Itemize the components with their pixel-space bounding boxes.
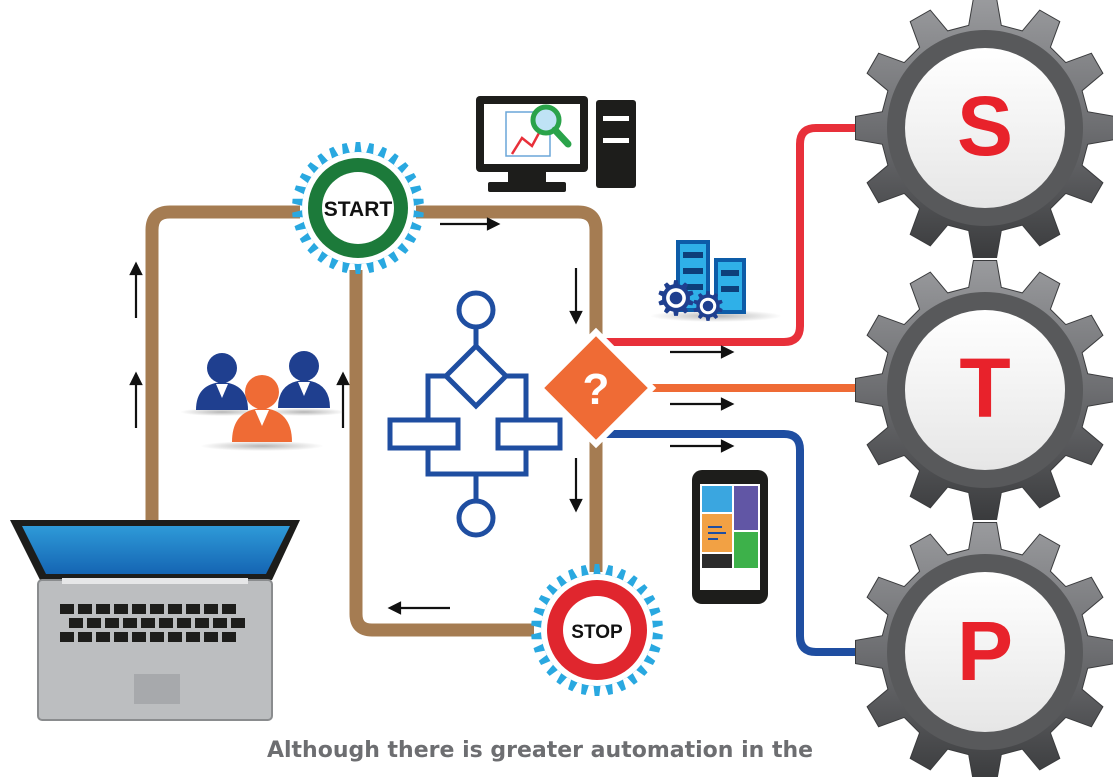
- people-group-icon: [180, 351, 346, 451]
- stp-gears: S T P: [855, 0, 1113, 777]
- arrow-right-icon: [670, 439, 735, 453]
- gear-letter-s: S: [957, 79, 1013, 173]
- arrow-down-icon: [569, 458, 583, 513]
- process-loop-path: [145, 205, 603, 637]
- decision-node: ?: [535, 327, 657, 449]
- blue-connector-line: [600, 430, 868, 656]
- servers-gears-icon: [650, 240, 782, 322]
- arrow-up-icon: [129, 371, 143, 428]
- flowchart-icon: [387, 290, 563, 538]
- start-node: START: [292, 142, 424, 274]
- decision-label: ?: [583, 365, 610, 414]
- arrow-down-icon: [569, 268, 583, 325]
- desktop-analytics-icon: [476, 96, 636, 192]
- arrow-right-icon: [670, 345, 735, 359]
- start-label: START: [324, 198, 393, 221]
- arrow-right-icon: [670, 397, 735, 411]
- gear-t-icon: [855, 260, 1113, 520]
- gear-s-icon: [855, 0, 1113, 258]
- gear-p-icon: [855, 522, 1113, 777]
- stop-node: STOP: [531, 564, 663, 696]
- laptop-icon: [10, 520, 300, 721]
- gear-letter-t: T: [959, 341, 1010, 435]
- stop-label: STOP: [571, 622, 623, 643]
- arrow-left-icon: [387, 601, 450, 615]
- gear-letter-p: P: [957, 604, 1013, 698]
- arrow-up-icon: [129, 261, 143, 318]
- connector-lines: [600, 124, 868, 656]
- mobile-phone-icon: [692, 470, 768, 604]
- arrow-up-icon: [336, 371, 350, 428]
- red-connector-line: [600, 124, 868, 346]
- arrow-right-icon: [440, 217, 501, 231]
- diagram-caption: Although there is greater automation in …: [266, 738, 814, 763]
- flow-arrows: [129, 217, 735, 615]
- keyboard: [60, 604, 245, 642]
